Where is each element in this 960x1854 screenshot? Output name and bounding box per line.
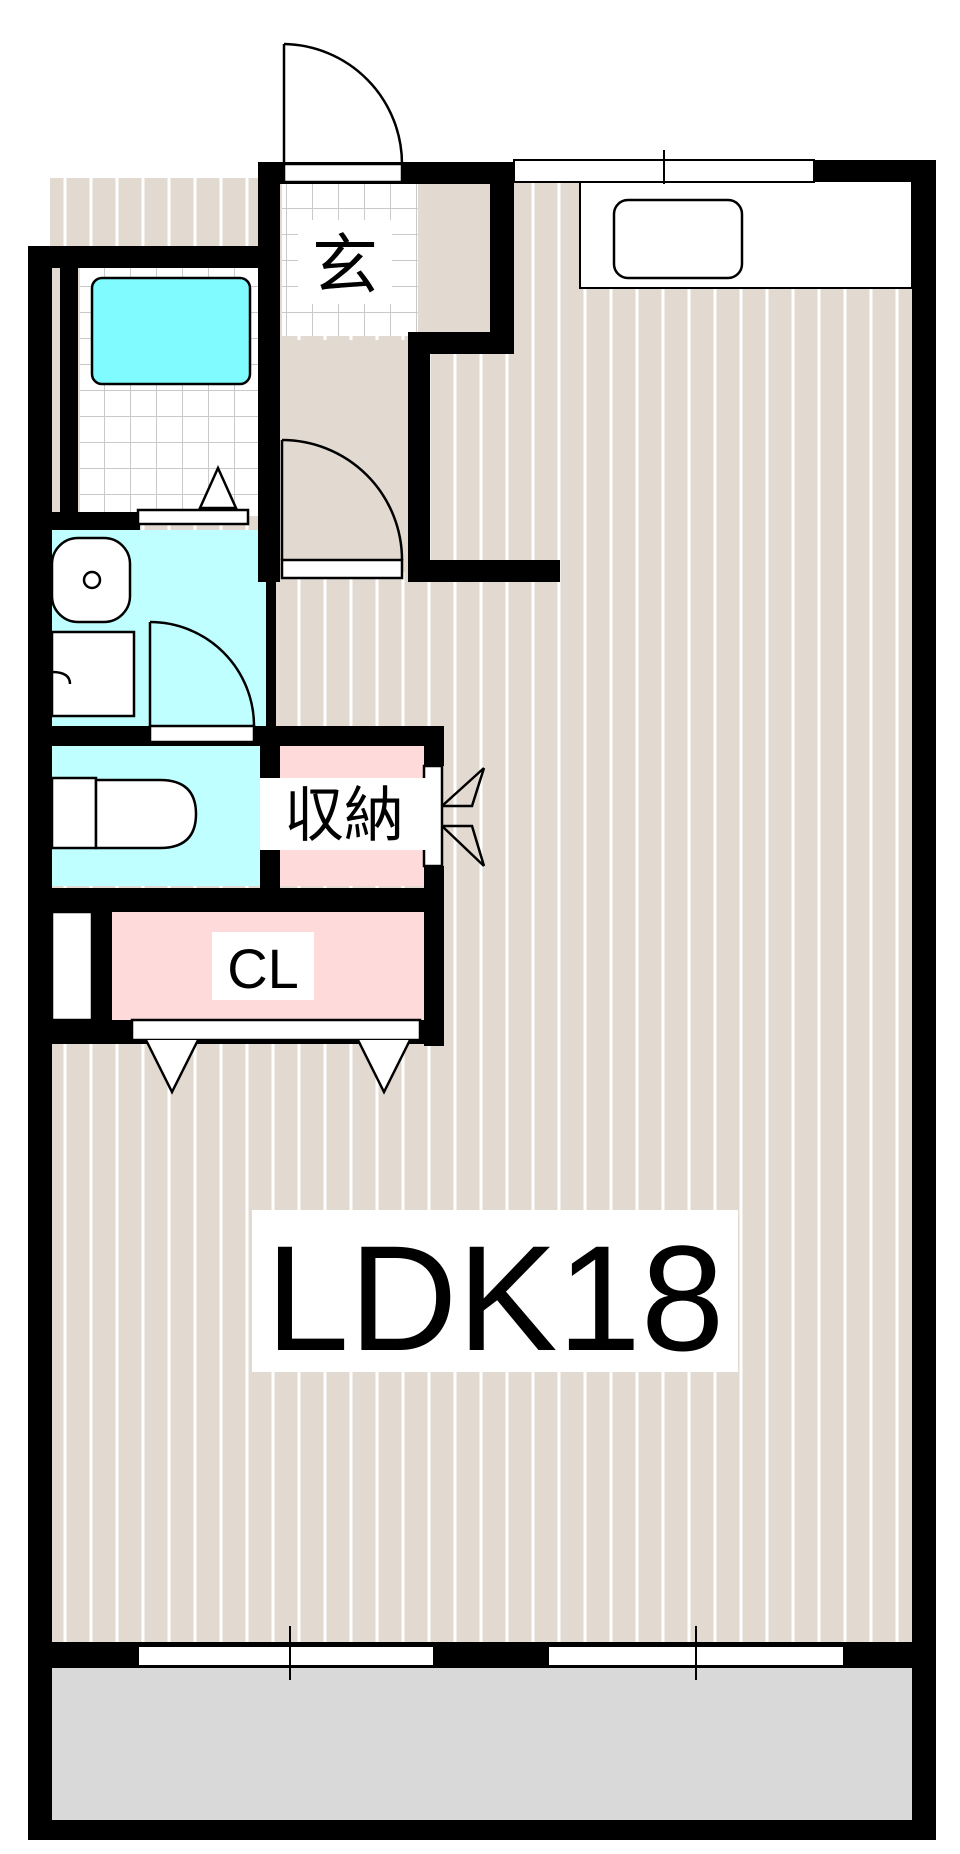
wall-hall-bottom [408, 560, 560, 582]
windows [137, 150, 845, 1680]
outer-wall-left [28, 246, 52, 1840]
storage-label: 収納 [284, 781, 404, 851]
door-swing-icon [280, 438, 404, 580]
wall-bath-inner [60, 266, 78, 518]
entrance-label-bg [298, 220, 392, 304]
door-swing-icon [148, 620, 256, 744]
ldk-label: LDK18 [266, 1214, 725, 1382]
wall-closet-top [52, 888, 444, 912]
floor-fills [50, 177, 913, 1820]
toilet-cabinet [50, 910, 94, 1022]
closet-label-bg [212, 932, 314, 1000]
room-labels: 玄 収納 CL LDK18 [212, 220, 738, 1382]
entrance-label: 玄 [312, 227, 378, 304]
wall-bath-bottom [52, 512, 140, 530]
storage-label-bg [260, 778, 428, 850]
sink-icon [50, 536, 132, 624]
wall-entry-step [412, 332, 514, 354]
sliding-door-icon [130, 1018, 422, 1095]
wall-closet-left [92, 900, 112, 1044]
outer-wall-right [912, 160, 936, 1840]
sliding-door-icon [136, 464, 250, 526]
wall-entry-left [258, 162, 280, 582]
wall-storage-right [424, 726, 444, 766]
doors [130, 42, 486, 1095]
door-swing-icon [282, 42, 404, 184]
kitchen-sink-icon [612, 198, 744, 280]
wall-top-right-b [812, 160, 936, 182]
wall-wash-right [266, 530, 276, 742]
door-swing-icon [422, 764, 486, 868]
window-icon [137, 1645, 435, 1667]
hall-floor [278, 340, 418, 572]
wall-top-left [28, 246, 276, 268]
closet-label: CL [227, 937, 299, 1000]
wall-top-right-a [490, 162, 514, 352]
sink-icon [50, 630, 136, 718]
outer-wall-bottom [28, 1820, 936, 1840]
bathtub-icon [90, 276, 252, 386]
toilet-icon [50, 776, 198, 850]
ldk-label-bg [252, 1210, 738, 1372]
balcony-floor [52, 1668, 912, 1820]
fixtures [50, 198, 744, 1022]
step-floor [418, 182, 492, 336]
wall-hall-right [408, 332, 430, 582]
